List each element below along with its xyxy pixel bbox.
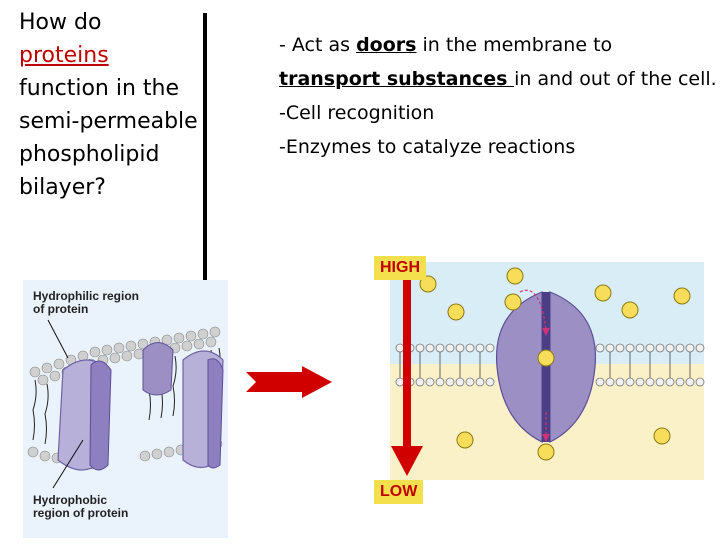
question-line-1: How do	[19, 10, 102, 35]
question-line-4: semi-permeable	[19, 109, 198, 134]
question-keyword: proteins	[19, 43, 109, 68]
question-line-6: bilayer?	[19, 175, 106, 200]
bullet-doors-prefix: - Act as	[279, 34, 357, 56]
question-line-5: phospholipid	[19, 142, 160, 167]
membrane-protein-figure: Hydrophilic region of protein Hydrophobi…	[23, 280, 228, 538]
channel-pore	[542, 292, 550, 442]
question-text: How do proteins function in the semi-per…	[19, 6, 214, 204]
bullet-recognition: -Cell recognition	[279, 102, 435, 124]
answer-list: - Act as doors in the membrane to transp…	[279, 28, 719, 164]
vertical-divider	[203, 13, 207, 281]
hydrophilic-label-line-1: Hydrophilic region	[33, 289, 140, 303]
transport-illustration	[390, 262, 705, 480]
entry-path	[519, 289, 547, 331]
question-line-3: function in the	[19, 76, 180, 101]
bullet-transport-suffix: in and out of the cell.	[514, 68, 717, 90]
bullet-doors: - Act as doors in the membrane to	[279, 28, 719, 62]
bullet-transport: transport substances in and out of the c…	[279, 62, 719, 96]
bullet-enzymes: -Enzymes to catalyze reactions	[279, 136, 576, 158]
high-label: HIGH	[374, 256, 426, 280]
hydrophobic-label-line-1: Hydrophobic	[33, 493, 107, 507]
right-arrow-icon	[246, 366, 332, 398]
hydrophobic-label: Hydrophobic region of protein	[33, 494, 128, 520]
gradient-arrow-head	[391, 446, 423, 476]
membrane-illustration	[23, 280, 228, 538]
hydrophobic-label-line-2: region of protein	[33, 506, 129, 520]
channel-protein-right	[549, 291, 597, 443]
bullet-doors-suffix: in the membrane to	[416, 34, 613, 56]
bullet-doors-keyword: doors	[356, 34, 417, 56]
solute-molecules	[419, 267, 691, 461]
transport-figure: HIGH LOW	[370, 250, 710, 540]
bullet-transport-keyword: transport substances	[279, 68, 515, 90]
gradient-arrow-shaft	[403, 278, 411, 448]
hydrophilic-label-line-2: of protein	[33, 302, 89, 316]
low-label: LOW	[374, 480, 424, 504]
hydrophilic-label: Hydrophilic region of protein	[33, 290, 139, 316]
